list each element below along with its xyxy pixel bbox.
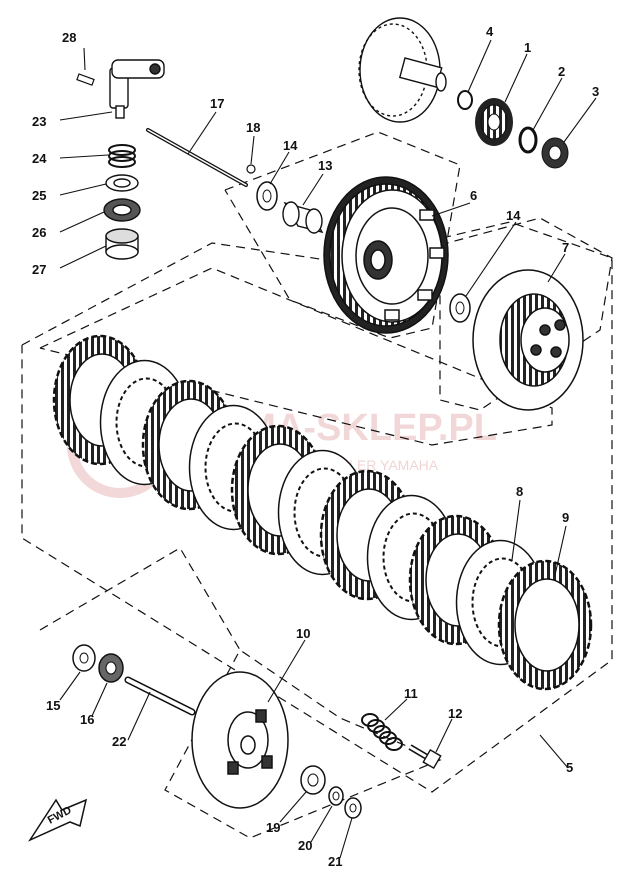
leader-lines xyxy=(59,39,597,859)
part-4-circlip xyxy=(457,90,473,110)
part-14-thrust-washer-upper xyxy=(256,181,278,211)
label-part-18: 18 xyxy=(246,120,260,135)
label-part-4: 4 xyxy=(486,24,494,39)
label-part-3: 3 xyxy=(592,84,599,99)
part-18-ball xyxy=(246,164,256,174)
part-26-bearing xyxy=(103,198,141,222)
part-24-spring xyxy=(108,144,136,168)
friction-plate xyxy=(497,559,593,691)
label-part-21: 21 xyxy=(328,854,342,869)
part-16-bearing xyxy=(98,653,124,683)
pack-group-outline xyxy=(21,221,613,793)
pressure-group-outline xyxy=(39,547,442,839)
label-part-19: 19 xyxy=(266,820,280,835)
part-labels: 28 23 24 25 26 27 17 18 14 13 4 1 2 3 6 … xyxy=(32,24,599,869)
forward-arrow-icon: FWD xyxy=(27,798,88,842)
part-2-washer xyxy=(518,126,538,154)
label-part-14-upper: 14 xyxy=(283,138,298,153)
label-part-12: 12 xyxy=(448,706,462,721)
label-part-10: 10 xyxy=(296,626,310,641)
label-part-9: 9 xyxy=(562,510,569,525)
label-part-23: 23 xyxy=(32,114,46,129)
part-7-clutch-boss xyxy=(472,269,584,411)
push-rod-highlight xyxy=(147,129,247,186)
boss-group-outline xyxy=(439,217,613,411)
clutch-plate-stack xyxy=(52,334,593,691)
label-part-2: 2 xyxy=(558,64,565,79)
part-23-push-lever xyxy=(109,59,165,119)
part-10-pressure-plate xyxy=(191,671,289,809)
label-part-22: 22 xyxy=(112,734,126,749)
label-part-8: 8 xyxy=(516,484,523,499)
label-part-13: 13 xyxy=(318,158,332,173)
part-21-nut xyxy=(344,797,362,819)
part-1-drive-gear xyxy=(475,98,513,146)
part-19-bearing xyxy=(300,765,326,795)
plates-inner-outline xyxy=(39,267,553,446)
primary-drive-gear xyxy=(358,17,447,123)
part-12-bolt xyxy=(408,744,442,770)
label-part-24: 24 xyxy=(32,151,47,166)
label-part-27: 27 xyxy=(32,262,46,277)
part-6-clutch-housing xyxy=(323,176,449,334)
part-14-thrust-washer-lower xyxy=(449,293,471,323)
label-part-20: 20 xyxy=(298,838,312,853)
label-part-15: 15 xyxy=(46,698,60,713)
label-part-5: 5 xyxy=(566,760,573,775)
part-13-spacer xyxy=(282,201,324,234)
label-part-14-lower: 14 xyxy=(506,208,521,223)
label-part-16: 16 xyxy=(80,712,94,727)
part-25-oil-seal xyxy=(105,174,139,192)
label-part-28: 28 xyxy=(62,30,76,45)
part-22-push-rod xyxy=(124,676,196,716)
group-outlines xyxy=(21,131,613,839)
part-20-washer xyxy=(328,786,344,806)
label-part-17: 17 xyxy=(210,96,224,111)
label-part-1: 1 xyxy=(524,40,531,55)
label-part-6: 6 xyxy=(470,188,477,203)
part-27-bushing xyxy=(105,228,139,260)
part-15-washer xyxy=(72,644,96,672)
part-28-pin xyxy=(76,73,95,86)
label-part-26: 26 xyxy=(32,225,46,240)
label-part-25: 25 xyxy=(32,188,46,203)
part-11-clutch-spring xyxy=(361,713,403,751)
label-part-11: 11 xyxy=(404,686,418,701)
part-3-nut xyxy=(541,137,569,169)
label-part-7: 7 xyxy=(562,240,569,255)
